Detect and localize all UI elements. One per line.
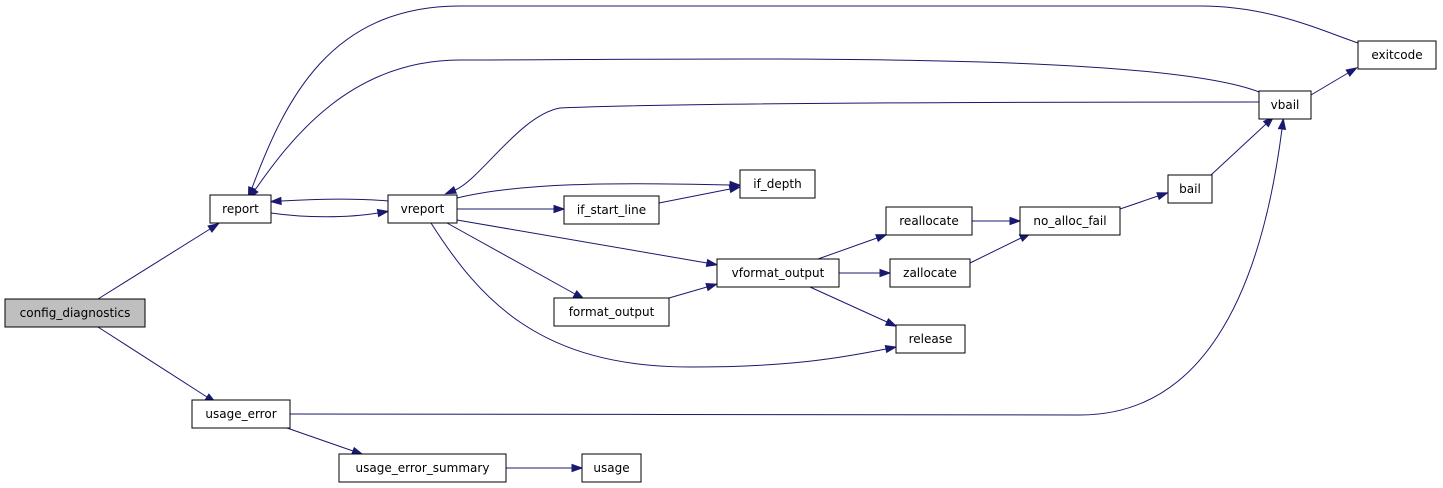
edge-usage-error-summary-to-usage <box>506 463 584 473</box>
arrowhead-icon <box>376 208 390 218</box>
arrowhead-icon <box>875 234 888 243</box>
edge-vbail-to-exitcode <box>1310 67 1358 96</box>
node-label: bail <box>1179 182 1201 196</box>
edge-zallocate-to-no-alloc-fail <box>969 232 1032 264</box>
node-vformat-output[interactable]: vformat_output <box>716 258 840 288</box>
edge-usage-error-to-vbail <box>289 117 1287 416</box>
arrowhead-icon <box>705 258 719 268</box>
edge-reallocate-to-no-alloc-fail <box>972 216 1022 226</box>
arrowhead-icon <box>1345 67 1358 77</box>
edge-line <box>1310 72 1349 96</box>
node-label: format_output <box>569 305 655 319</box>
node-vreport[interactable]: vreport <box>387 194 458 224</box>
node-label: config_diagnostics <box>20 306 131 320</box>
edge-line <box>658 188 731 204</box>
node-label: usage_error_summary <box>356 461 490 475</box>
edge-config-diagnostics-to-usage-error <box>97 326 217 404</box>
edge-vreport-to-format-output <box>446 222 586 300</box>
edge-usage-error-to-usage-error-summary <box>286 427 364 455</box>
arrowhead-icon <box>884 317 898 327</box>
arrowhead-icon <box>705 283 719 292</box>
edge-line <box>280 198 389 202</box>
edge-line <box>456 219 708 264</box>
edge-line <box>254 58 1260 191</box>
node-bail[interactable]: bail <box>1167 174 1213 204</box>
node-label: zallocate <box>903 266 957 280</box>
edge-line <box>809 286 888 323</box>
node-usage-error-summary[interactable]: usage_error_summary <box>338 453 507 483</box>
edge-no-alloc-fail-to-bail <box>1119 192 1169 210</box>
edge-line <box>289 128 1283 416</box>
node-label: vformat_output <box>732 266 825 280</box>
edge-config-diagnostics-to-report <box>97 222 220 300</box>
arrowhead-icon <box>728 185 742 194</box>
node-zallocate[interactable]: zallocate <box>889 258 971 288</box>
node-report[interactable]: report <box>209 194 272 224</box>
function-nodes: config_diagnostics report usage_error vr… <box>4 40 1437 483</box>
edge-line <box>969 237 1022 264</box>
arrowhead-icon <box>879 268 892 278</box>
node-label: vreport <box>401 202 445 216</box>
edge-vbail-to-vreport <box>444 101 1260 195</box>
edge-line <box>456 183 731 199</box>
edge-line <box>668 286 708 299</box>
edge-line <box>97 326 208 398</box>
node-config-diagnostics[interactable]: config_diagnostics <box>4 298 146 328</box>
node-label: release <box>909 332 953 346</box>
arrowhead-icon <box>553 204 566 214</box>
node-if-start-line[interactable]: if_start_line <box>563 195 660 225</box>
edge-vformat-output-to-reallocate <box>817 234 888 260</box>
arrowhead-icon <box>207 222 220 233</box>
edge-line <box>430 222 887 368</box>
edge-line <box>251 5 1359 189</box>
node-no-alloc-fail[interactable]: no_alloc_fail <box>1019 206 1121 236</box>
edge-format-output-to-vformat-output <box>668 283 719 299</box>
arrowhead-icon <box>351 446 364 455</box>
arrowhead-icon <box>1277 117 1287 130</box>
edge-line <box>97 228 211 300</box>
edge-vreport-to-report <box>269 196 389 206</box>
edge-line <box>446 222 576 295</box>
arrowhead-icon <box>571 463 584 473</box>
edge-vreport-to-release <box>430 222 898 368</box>
edge-line <box>286 427 354 452</box>
node-label: if_depth <box>753 177 802 191</box>
node-label: reallocate <box>899 214 958 228</box>
arrowhead-icon <box>884 345 898 354</box>
node-if-depth[interactable]: if_depth <box>739 169 816 199</box>
edge-vreport-to-if-start-line <box>457 204 566 214</box>
arrowhead-icon <box>1009 216 1022 226</box>
edge-line <box>270 212 379 218</box>
edge-if-start-line-to-if-depth <box>658 185 742 204</box>
node-exitcode[interactable]: exitcode <box>1357 40 1437 70</box>
node-label: usage_error <box>205 407 276 421</box>
node-release[interactable]: release <box>895 324 966 354</box>
edge-line <box>1119 195 1159 210</box>
edge-report-to-vreport <box>270 208 390 218</box>
node-label: if_start_line <box>577 203 646 217</box>
node-usage-error[interactable]: usage_error <box>191 399 291 429</box>
call-edges <box>97 5 1359 473</box>
edge-line <box>817 237 878 260</box>
node-label: exitcode <box>1371 48 1422 62</box>
edge-line <box>454 101 1260 191</box>
arrowhead-icon <box>269 196 282 206</box>
edge-vformat-output-to-zallocate <box>839 268 892 278</box>
node-usage[interactable]: usage <box>581 453 642 483</box>
node-label: vbail <box>1271 98 1300 112</box>
edge-bail-to-vbail <box>1210 116 1275 176</box>
edge-vreport-to-vformat-output <box>456 219 719 268</box>
arrowhead-icon <box>1156 192 1169 201</box>
node-label: usage <box>593 461 629 475</box>
node-label: report <box>222 202 259 216</box>
node-vbail[interactable]: vbail <box>1258 90 1312 120</box>
edge-line <box>1210 123 1267 176</box>
node-reallocate[interactable]: reallocate <box>885 206 973 236</box>
node-label: no_alloc_fail <box>1033 214 1106 228</box>
edge-vformat-output-to-release <box>809 286 898 327</box>
node-format-output[interactable]: format_output <box>553 297 670 327</box>
arrowhead-icon <box>444 185 458 195</box>
